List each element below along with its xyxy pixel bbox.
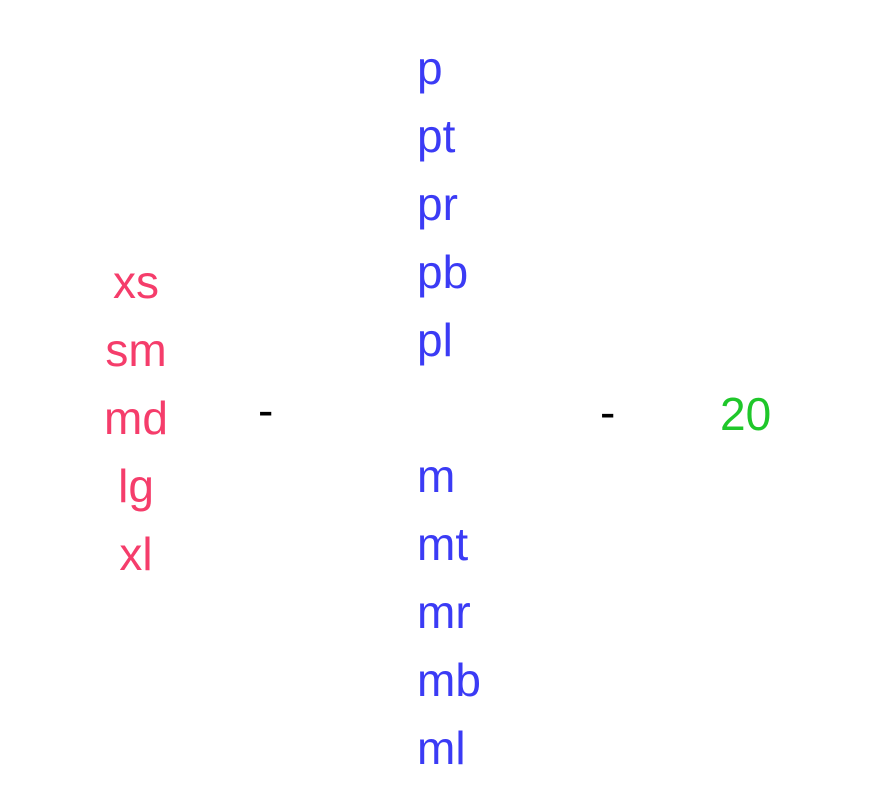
property-mr: mr: [417, 586, 471, 638]
breakpoint-sm: sm: [105, 324, 167, 376]
property-m: m: [417, 450, 456, 502]
separator-left: -: [258, 384, 274, 436]
property-pl: pl: [417, 314, 453, 366]
separator-right: -: [600, 386, 616, 438]
property-pb: pb: [417, 246, 469, 298]
property-ml: ml: [417, 722, 466, 774]
property-mt: mt: [417, 518, 469, 570]
property-p: p: [417, 42, 443, 94]
property-pt: pt: [417, 110, 456, 162]
breakpoint-md: md: [104, 392, 168, 444]
breakpoint-lg: lg: [118, 460, 154, 512]
breakpoint-xl: xl: [119, 528, 153, 580]
property-pr: pr: [417, 178, 458, 230]
breakpoint-xs: xs: [113, 256, 159, 308]
property-mb: mb: [417, 654, 481, 706]
spacing-value: 20: [720, 388, 772, 440]
